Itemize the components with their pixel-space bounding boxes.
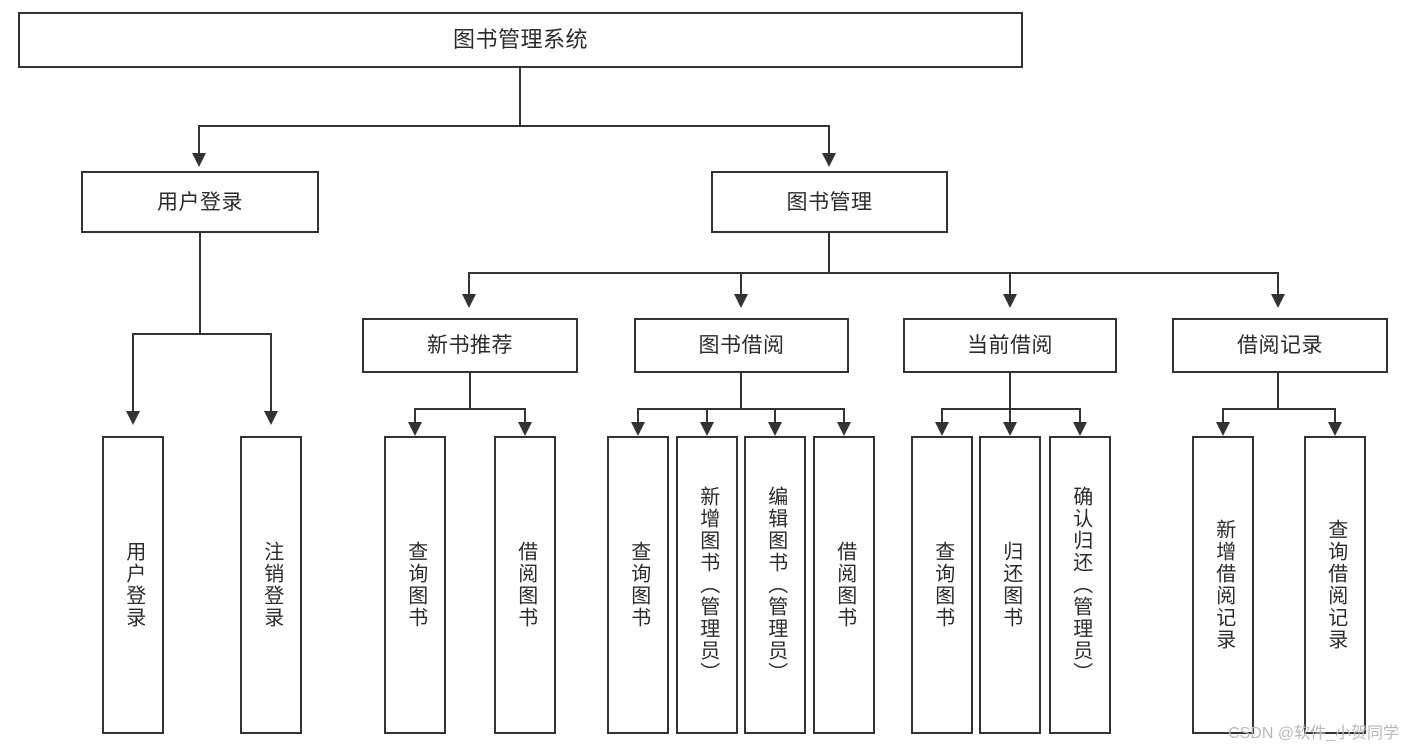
edge-book-borrow-drop-0	[637, 408, 639, 424]
edge-current-borrow-drop-0	[941, 408, 943, 424]
node-label: 查询图书	[931, 541, 954, 629]
arrow-user-login-leaf-0	[126, 411, 140, 425]
node-label: 查询借阅记录	[1324, 519, 1347, 651]
arrow-new-book-leaf-1	[518, 422, 532, 436]
edge-current-borrow-bus	[941, 408, 1081, 410]
arrow-to-user-login	[192, 153, 206, 167]
arrow-book-borrow-leaf-3	[837, 422, 851, 436]
csdn-watermark: CSDN @软件_小贺同学	[1228, 725, 1399, 742]
node-label: 图书管理	[786, 190, 873, 214]
leaf-new-book-1[interactable]: 借阅图书	[494, 436, 556, 734]
node-root-system[interactable]: 图书管理系统	[18, 12, 1023, 68]
leaf-borrow-record-0[interactable]: 新增借阅记录	[1192, 436, 1254, 734]
node-new-book-recommend[interactable]: 新书推荐	[362, 318, 578, 373]
edge-root-to-book-mgmt	[828, 125, 830, 155]
edge-new-book-stem	[469, 373, 471, 409]
arrow-book-mgmt-child-1	[734, 294, 748, 308]
node-label: 归还图书	[999, 541, 1022, 629]
edge-borrow-record-drop-0	[1222, 408, 1224, 424]
edge-book-borrow-drop-3	[843, 408, 845, 424]
edge-borrow-record-stem	[1277, 373, 1279, 409]
edge-new-book-drop-0	[414, 408, 416, 424]
leaf-borrow-record-1[interactable]: 查询借阅记录	[1304, 436, 1366, 734]
arrow-book-borrow-leaf-1	[700, 422, 714, 436]
leaf-book-borrow-3[interactable]: 借阅图书	[813, 436, 875, 734]
node-label: 注销登录	[260, 541, 283, 629]
node-current-borrow[interactable]: 当前借阅	[903, 318, 1117, 373]
edge-book-mgmt-drop-1	[740, 272, 742, 296]
edge-user-login-bus	[132, 333, 272, 335]
node-label: 借阅图书	[514, 541, 537, 629]
arrow-user-login-leaf-1	[264, 411, 278, 425]
node-label: 图书借阅	[698, 334, 785, 357]
node-label: 新增图书（管理员）	[696, 486, 719, 684]
leaf-book-borrow-2[interactable]: 编辑图书（管理员）	[744, 436, 806, 734]
arrow-current-borrow-leaf-1	[1003, 422, 1017, 436]
edge-book-borrow-drop-2	[774, 408, 776, 424]
arrow-borrow-record-leaf-1	[1328, 422, 1342, 436]
arrow-current-borrow-leaf-2	[1073, 422, 1087, 436]
leaf-current-borrow-0[interactable]: 查询图书	[911, 436, 973, 734]
node-label: 当前借阅	[967, 334, 1053, 357]
edge-book-mgmt-drop-2	[1009, 272, 1011, 296]
node-label: 确认归还（管理员）	[1069, 486, 1092, 684]
node-label: 借阅图书	[833, 541, 856, 629]
edge-book-borrow-stem	[740, 373, 742, 409]
node-label: 图书管理系统	[452, 27, 588, 52]
node-book-borrow[interactable]: 图书借阅	[634, 318, 849, 373]
arrow-book-borrow-leaf-0	[631, 422, 645, 436]
node-borrow-record[interactable]: 借阅记录	[1172, 318, 1388, 373]
node-label: 查询图书	[404, 541, 427, 629]
leaf-user-login-1[interactable]: 注销登录	[240, 436, 302, 734]
edge-root-stem	[519, 68, 521, 126]
node-label: 新书推荐	[427, 334, 513, 357]
edge-book-mgmt-stem	[828, 233, 830, 273]
leaf-book-borrow-0[interactable]: 查询图书	[607, 436, 669, 734]
edge-book-mgmt-drop-0	[468, 272, 470, 296]
node-label: 用户登录	[122, 541, 145, 629]
edge-borrow-record-bus	[1222, 408, 1336, 410]
node-label: 查询图书	[627, 541, 650, 629]
edge-current-borrow-drop-2	[1079, 408, 1081, 424]
edge-book-mgmt-bus	[468, 272, 1279, 274]
arrow-new-book-leaf-0	[408, 422, 422, 436]
node-user-login[interactable]: 用户登录	[81, 171, 319, 233]
leaf-book-borrow-1[interactable]: 新增图书（管理员）	[676, 436, 738, 734]
leaf-current-borrow-1[interactable]: 归还图书	[979, 436, 1041, 734]
node-label: 用户登录	[157, 190, 243, 214]
leaf-new-book-0[interactable]: 查询图书	[384, 436, 446, 734]
arrow-book-mgmt-child-2	[1003, 294, 1017, 308]
leaf-user-login-0[interactable]: 用户登录	[102, 436, 164, 734]
leaf-current-borrow-2[interactable]: 确认归还（管理员）	[1049, 436, 1111, 734]
edge-book-borrow-bus	[637, 408, 845, 410]
arrow-book-mgmt-child-3	[1271, 294, 1285, 308]
edge-new-book-drop-1	[524, 408, 526, 424]
node-label: 借阅记录	[1237, 334, 1323, 357]
arrow-current-borrow-leaf-0	[935, 422, 949, 436]
edge-root-to-user-login	[198, 125, 200, 155]
edge-book-borrow-drop-1	[706, 408, 708, 424]
edge-root-bus	[198, 125, 830, 127]
arrow-book-borrow-leaf-2	[768, 422, 782, 436]
arrow-to-book-mgmt	[822, 153, 836, 167]
edge-new-book-bus	[414, 408, 526, 410]
edge-user-login-drop-1	[270, 333, 272, 413]
arrow-borrow-record-leaf-0	[1216, 422, 1230, 436]
node-label: 编辑图书（管理员）	[764, 486, 787, 684]
edge-user-login-drop-0	[132, 333, 134, 413]
node-label: 新增借阅记录	[1212, 519, 1235, 651]
edge-book-mgmt-drop-3	[1277, 272, 1279, 296]
node-book-management[interactable]: 图书管理	[711, 171, 948, 233]
edge-borrow-record-drop-1	[1334, 408, 1336, 424]
edge-user-login-stem	[199, 233, 201, 334]
arrow-book-mgmt-child-0	[462, 294, 476, 308]
edge-current-borrow-stem	[1009, 373, 1011, 409]
edge-current-borrow-drop-1	[1009, 408, 1011, 424]
